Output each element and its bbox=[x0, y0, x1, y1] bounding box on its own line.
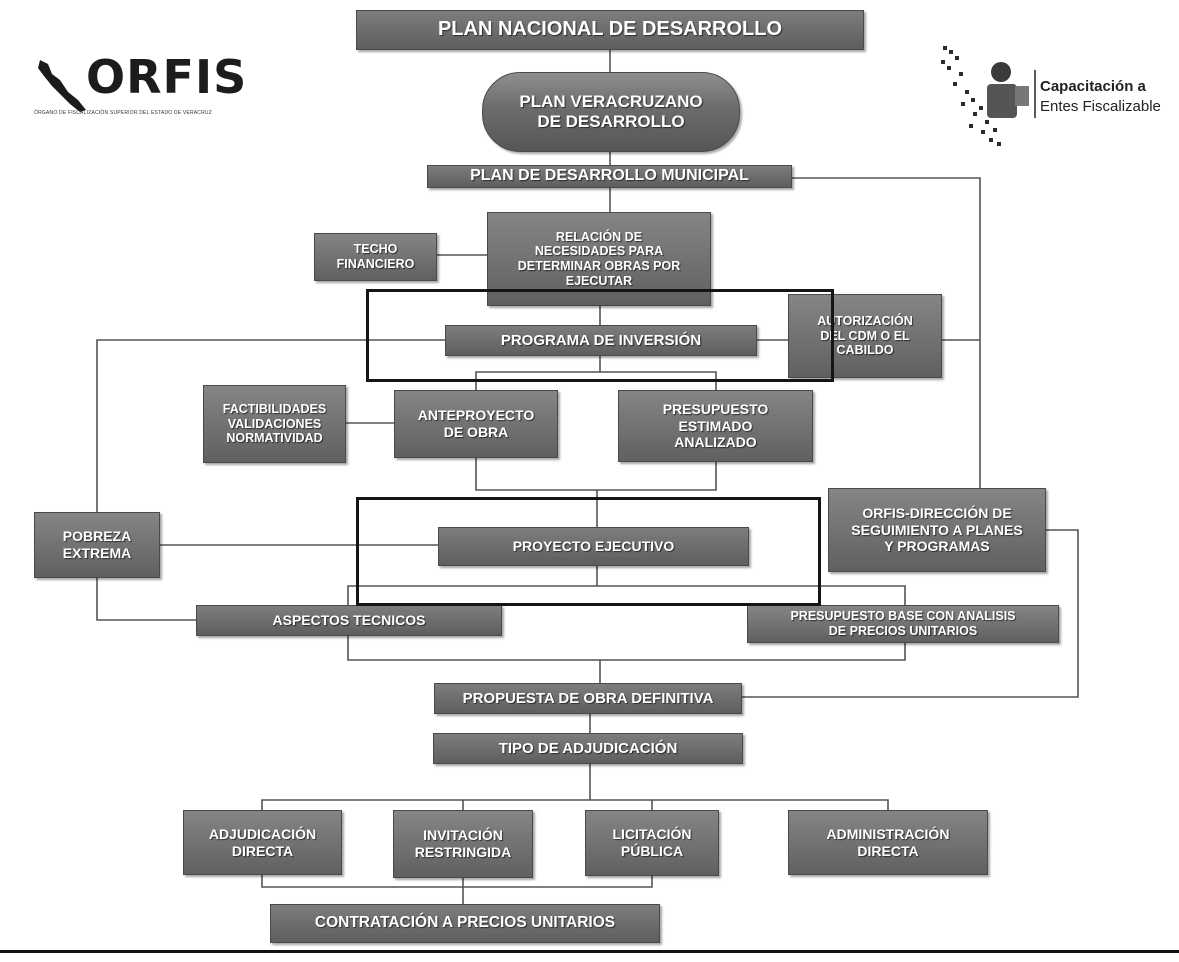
capacitacion-subtitle: Entes Fiscalizable bbox=[1040, 98, 1161, 115]
node-licitacion-publica: LICITACIÓN PÚBLICA bbox=[585, 810, 719, 876]
node-presupuesto-base: PRESUPUESTO BASE CON ANALISIS DE PRECIOS… bbox=[747, 605, 1059, 643]
bottom-divider bbox=[0, 950, 1179, 953]
node-proyecto-ejecutivo: PROYECTO EJECUTIVO bbox=[438, 527, 749, 566]
capacitacion-emblem-icon bbox=[941, 46, 1036, 146]
veracruz-state-icon bbox=[38, 60, 86, 112]
node-tipo-adjudicacion: TIPO DE ADJUDICACIÓN bbox=[433, 733, 743, 764]
capacitacion-title: Capacitación a bbox=[1040, 78, 1146, 95]
highlight-frame-proyecto bbox=[356, 497, 821, 606]
node-pobreza-extrema: POBREZA EXTREMA bbox=[34, 512, 160, 578]
capacitacion-logo: Capacitación a Entes Fiscalizable bbox=[935, 42, 1175, 152]
orfis-wordmark: ORFIS bbox=[86, 50, 248, 104]
node-presupuesto-estimado: PRESUPUESTO ESTIMADO ANALIZADO bbox=[618, 390, 813, 462]
node-anteproyecto: ANTEPROYECTO DE OBRA bbox=[394, 390, 558, 458]
node-programa-inversion: PROGRAMA DE INVERSIÓN bbox=[445, 325, 757, 356]
orfis-tagline: ÓRGANO DE FISCALIZACIÓN SUPERIOR DEL EST… bbox=[34, 110, 212, 116]
node-techo-financiero: TECHO FINANCIERO bbox=[314, 233, 437, 281]
orfis-logo: ORFIS ÓRGANO DE FISCALIZACIÓN SUPERIOR D… bbox=[28, 46, 246, 126]
node-aspectos-tecnicos: ASPECTOS TECNICOS bbox=[196, 605, 502, 636]
highlight-frame-programa bbox=[366, 289, 834, 382]
node-administracion-directa: ADMINISTRACIÓN DIRECTA bbox=[788, 810, 988, 875]
node-invitacion-restringida: INVITACIÓN RESTRINGIDA bbox=[393, 810, 533, 878]
node-propuesta-obra: PROPUESTA DE OBRA DEFINITIVA bbox=[434, 683, 742, 714]
node-plan-nacional: PLAN NACIONAL DE DESARROLLO bbox=[356, 10, 864, 50]
node-plan-veracruzano: PLAN VERACRUZANO DE DESARROLLO bbox=[482, 72, 740, 152]
node-orfis-direccion: ORFIS-DIRECCIÓN DE SEGUIMIENTO A PLANES … bbox=[828, 488, 1046, 572]
node-adjudicacion-directa: ADJUDICACIÓN DIRECTA bbox=[183, 810, 342, 875]
node-plan-municipal: PLAN DE DESARROLLO MUNICIPAL bbox=[427, 165, 792, 188]
node-autorizacion: AUTORIZACIÓN DEL CDM O EL CABILDO bbox=[788, 294, 942, 378]
node-factibilidades: FACTIBILIDADES VALIDACIONES NORMATIVIDAD bbox=[203, 385, 346, 463]
node-contratacion: CONTRATACIÓN A PRECIOS UNITARIOS bbox=[270, 904, 660, 943]
